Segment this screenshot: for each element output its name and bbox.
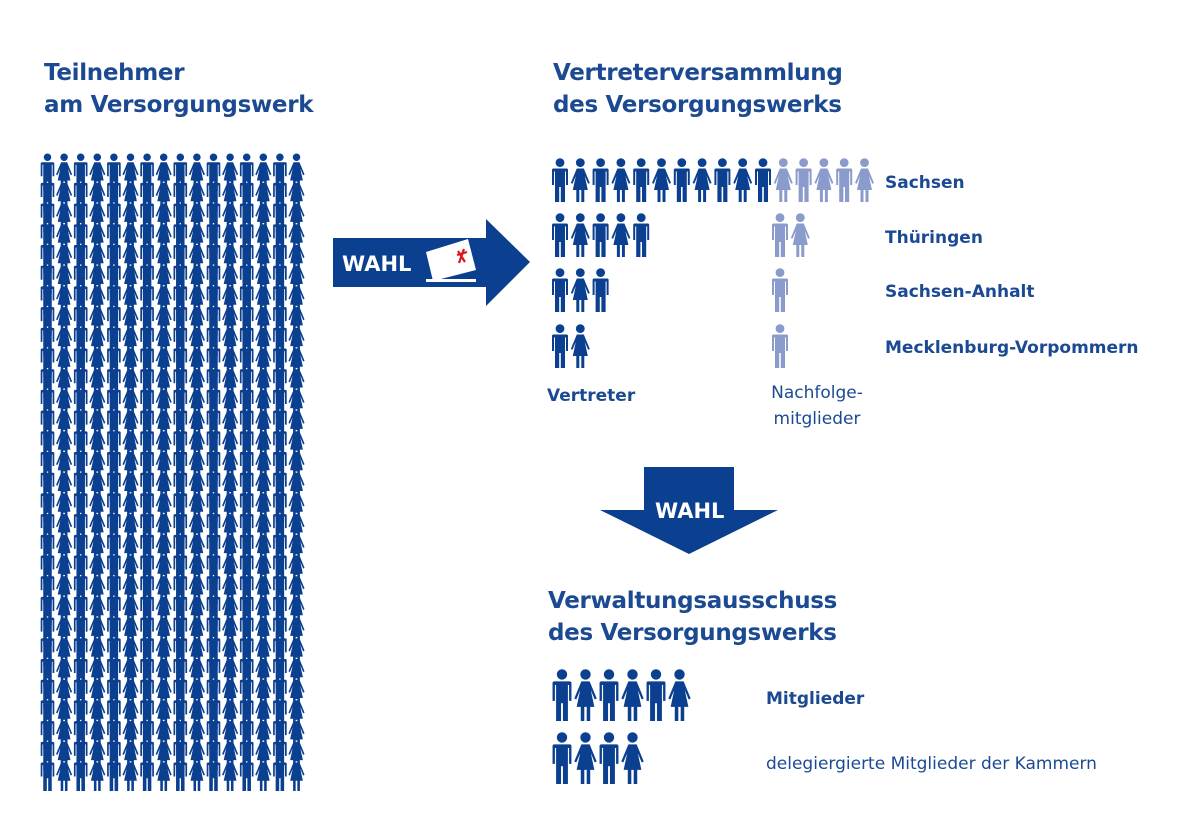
woman-representative-icon: [692, 158, 712, 202]
woman-representative-icon: [570, 158, 590, 202]
woman-successor-icon: [855, 158, 874, 202]
man-committee-member-icon: [552, 732, 572, 784]
woman-committee-member-icon: [621, 732, 644, 784]
woman-successor-icon: [773, 158, 793, 202]
assembly-title-line1: Vertreterversammlung: [553, 60, 843, 86]
man-participant-icon: [206, 753, 221, 791]
woman-representative-icon: [570, 324, 590, 368]
woman-representative-icon: [733, 158, 753, 202]
committee-label-delegated: delegiergierte Mitglieder der Kammern: [766, 754, 1097, 774]
woman-successor-icon: [814, 158, 834, 202]
woman-representative-icon: [611, 213, 631, 257]
election-label-1: WAHL: [342, 252, 412, 276]
man-successor-icon: [772, 324, 788, 368]
assembly-title-line2: des Versorgungswerks: [553, 92, 842, 118]
man-representative-icon: [552, 213, 568, 257]
man-representative-icon: [673, 158, 690, 202]
man-representative-icon: [714, 158, 731, 202]
woman-successor-icon: [790, 213, 810, 257]
man-representative-icon: [552, 268, 568, 312]
man-committee-member-icon: [599, 732, 619, 784]
man-participant-icon: [273, 753, 287, 791]
man-successor-icon: [795, 158, 812, 202]
committee-title-line2: des Versorgungswerks: [548, 620, 837, 646]
man-successor-icon: [836, 158, 853, 202]
participants-title-line1: Teilnehmer: [44, 60, 185, 86]
legend-successors-line1: Nachfolge-: [771, 383, 863, 403]
legend-representatives: Vertreter: [547, 386, 636, 406]
state-label-thueringen: Thüringen: [885, 228, 983, 248]
committee-title: Verwaltungsausschuss des Versorgungswerk…: [548, 585, 837, 649]
participants-title-line2: am Versorgungswerk: [44, 92, 314, 118]
assembly-title: Vertreterversammlung des Versorgungswerk…: [553, 57, 843, 121]
man-representative-icon: [755, 158, 771, 202]
woman-committee-member-icon: [574, 732, 597, 784]
man-representative-icon: [592, 213, 609, 257]
man-committee-member-icon: [552, 669, 572, 721]
woman-representative-icon: [570, 268, 590, 312]
man-participant-icon: [239, 753, 254, 791]
committee-label-members: Mitglieder: [766, 689, 865, 709]
man-committee-member-icon: [599, 669, 619, 721]
man-representative-icon: [633, 158, 650, 202]
man-participant-icon: [173, 753, 188, 791]
man-successor-icon: [772, 213, 788, 257]
state-label-sachsen-anhalt: Sachsen-Anhalt: [885, 282, 1035, 302]
man-successor-icon: [772, 268, 788, 312]
man-participant-icon: [73, 753, 88, 791]
woman-committee-member-icon: [621, 669, 644, 721]
election-label-2: WAHL: [655, 499, 725, 523]
state-label-mecklenburg-vorpommern: Mecklenburg-Vorpommern: [885, 338, 1139, 358]
man-representative-icon: [592, 158, 609, 202]
man-participant-icon: [107, 753, 121, 791]
woman-representative-icon: [570, 213, 590, 257]
woman-representative-icon: [611, 158, 631, 202]
legend-successors: Nachfolge- mitglieder: [757, 380, 877, 432]
man-committee-member-icon: [646, 669, 666, 721]
state-label-sachsen: Sachsen: [885, 173, 965, 193]
committee-title-line1: Verwaltungsausschuss: [548, 588, 838, 614]
man-representative-icon: [592, 268, 609, 312]
woman-committee-member-icon: [574, 669, 597, 721]
legend-successors-line2: mitglieder: [773, 409, 861, 429]
man-representative-icon: [552, 158, 568, 202]
participants-title: Teilnehmer am Versorgungswerk: [44, 57, 314, 121]
woman-representative-icon: [652, 158, 671, 202]
man-representative-icon: [552, 324, 568, 368]
woman-committee-member-icon: [668, 669, 691, 721]
man-participant-icon: [40, 753, 55, 791]
man-representative-icon: [633, 213, 650, 257]
man-participant-icon: [140, 753, 154, 791]
